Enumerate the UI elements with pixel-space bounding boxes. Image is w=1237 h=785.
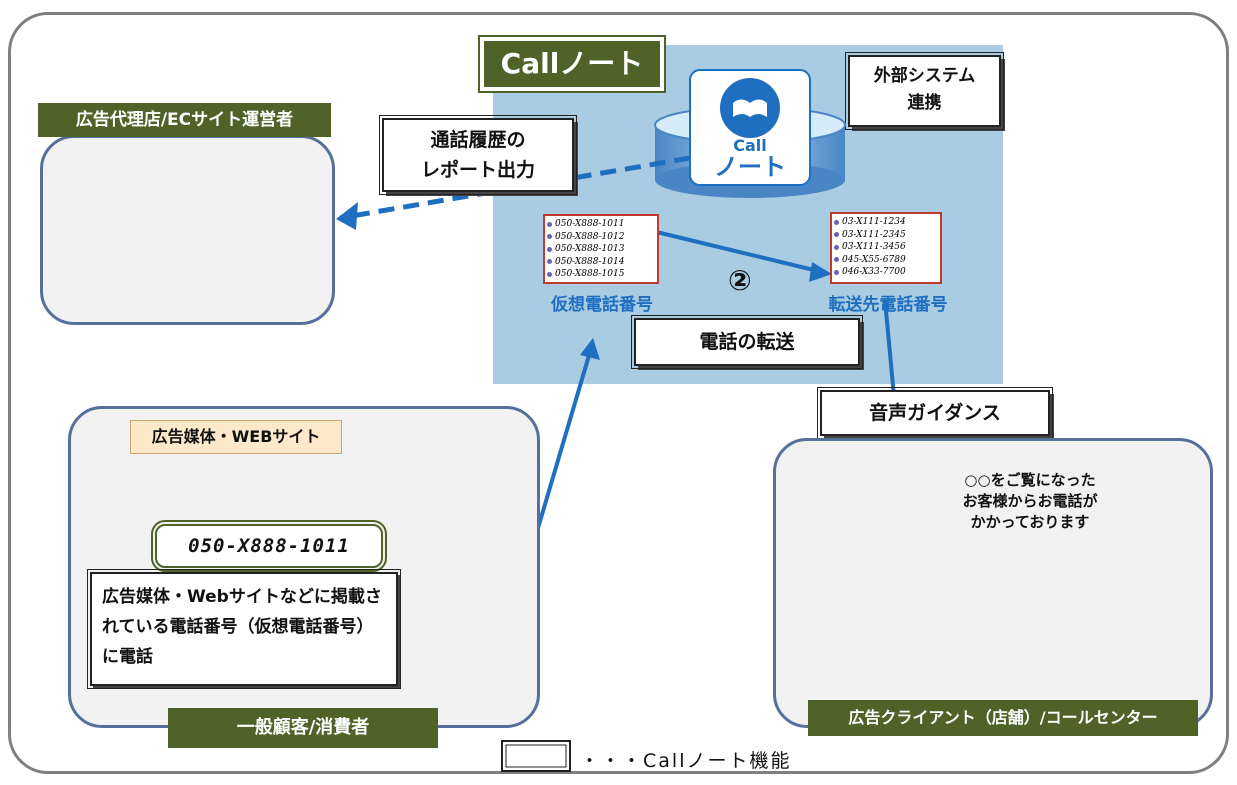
bubble-line2: お客様からお電話が (962, 492, 1098, 510)
virtual-number-list: 050-X888-1011 050-X888-1012 050-X888-101… (543, 214, 659, 284)
forward-number-label: 転送先電話番号 (828, 295, 948, 315)
forward-number-4: 045-X55-6789 (842, 254, 906, 265)
forward-number-row: 045-X55-6789 (832, 254, 940, 267)
db-label-line1: Call (733, 136, 767, 155)
report-arrowhead (336, 202, 358, 230)
virtual-phone-number-text: 050-X888-1011 (188, 535, 350, 557)
forward-number-list: 03-X111-1234 03-X111-2345 03-X111-3456 0… (830, 212, 942, 284)
virtual-number-3: 050-X888-1013 (555, 244, 625, 255)
voice-guidance-text: 音声ガイダンス (869, 402, 1001, 424)
virtual-phone-number-box: 050-X888-1011 (151, 520, 387, 572)
forward-number-3: 03-X111-3456 (842, 242, 906, 253)
agency-panel (40, 135, 335, 325)
legend-box-icon (501, 740, 571, 772)
agency-title: 広告代理店/ECサイト運営者 (38, 103, 331, 137)
media-label: 広告媒体・WEBサイト (130, 420, 342, 454)
virtual-number-row: 050-X888-1012 (545, 231, 657, 244)
forward-number-row: 03-X111-2345 (832, 229, 940, 242)
virtual-number-2: 050-X888-1012 (555, 231, 625, 242)
external-system-box: 外部システム 連携 (845, 52, 1004, 130)
media-label-text: 広告媒体・WEBサイト (151, 427, 321, 446)
voice-guidance-box: 音声ガイダンス (817, 387, 1053, 439)
database-icon (654, 69, 846, 198)
report-output-box: 通話履歴の レポート出力 (379, 115, 577, 195)
virtual-number-label: 仮想電話番号 (551, 295, 653, 315)
virtual-number-1: 050-X888-1011 (555, 219, 625, 230)
callnote-title-text: Callノート (500, 47, 644, 80)
consumer-description-box: 広告媒体・Webサイトなどに掲載されている電話番号（仮想電話番号）に電話 (87, 569, 401, 689)
forward-number-row: 046-X33-7700 (832, 266, 940, 279)
forward-number-row: 03-X111-1234 (832, 216, 940, 229)
forward-number-1: 03-X111-1234 (842, 217, 906, 228)
virtual-number-5: 050-X888-1015 (555, 269, 625, 280)
forward-number-row: 03-X111-3456 (832, 241, 940, 254)
consumer-title: 一般顧客/消費者 (168, 708, 438, 748)
virtual-number-4: 050-X888-1014 (555, 256, 625, 267)
virtual-number-row: 050-X888-1011 (545, 218, 657, 231)
consumer-title-text: 一般顧客/消費者 (236, 717, 370, 738)
step-2-marker: ② (728, 264, 752, 297)
forward-number-2: 03-X111-2345 (842, 229, 906, 240)
client-panel (773, 438, 1213, 728)
call-forward-text: 電話の転送 (699, 331, 795, 353)
external-system-line2: 連携 (907, 93, 942, 113)
virtual-number-row: 050-X888-1015 (545, 268, 657, 281)
call-forward-box: 電話の転送 (631, 315, 863, 369)
bubble-line3: かかっております (970, 513, 1090, 531)
bubble-text: ○○をご覧になった お客様からお電話が かかっております (930, 470, 1130, 533)
legend-text: ・・・Callノート機能 (580, 750, 792, 772)
virtual-number-row: 050-X888-1013 (545, 243, 657, 256)
bubble-line1: ○○をご覧になった (964, 471, 1096, 489)
report-output-line2: レポート出力 (420, 159, 535, 181)
client-title-text: 広告クライアント（店舗）/コールセンター (848, 708, 1158, 727)
agency-title-text: 広告代理店/ECサイト運営者 (75, 110, 294, 130)
forward-arrowhead (809, 262, 832, 282)
forward-number-5: 046-X33-7700 (842, 267, 906, 278)
call-arrowhead (580, 338, 600, 360)
consumer-description-text: 広告媒体・Webサイトなどに掲載されている電話番号（仮想電話番号）に電話 (102, 587, 382, 667)
forward-arrow (639, 226, 823, 274)
db-label: Call ノート (708, 136, 792, 181)
callnote-title: Callノート (478, 35, 666, 93)
client-title: 広告クライアント（店舗）/コールセンター (808, 700, 1198, 736)
db-label-line2: ノート (714, 153, 786, 181)
external-system-line1: 外部システム (873, 66, 976, 86)
report-output-line1: 通話履歴の (430, 129, 526, 151)
virtual-number-row: 050-X888-1014 (545, 256, 657, 269)
